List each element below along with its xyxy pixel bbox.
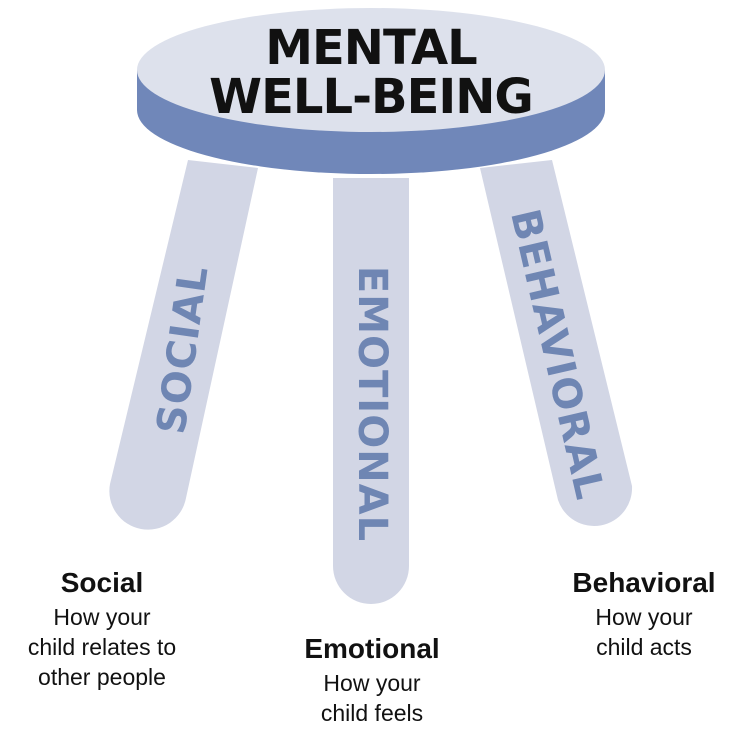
leg-label-emotional: EMOTIONAL [349, 266, 395, 542]
caption-behavioral: Behavioral How your child acts [548, 566, 740, 662]
caption-behavioral-desc-line: child acts [596, 634, 692, 660]
leg-behavioral [480, 160, 633, 526]
caption-social-title: Social [60, 567, 144, 598]
caption-emotional-title: Emotional [304, 633, 440, 664]
caption-emotional-desc-line: How your [323, 670, 421, 696]
caption-behavioral-desc-line: How your [595, 604, 693, 630]
seat-top [137, 8, 605, 132]
caption-emotional-desc: How your child feels [260, 668, 484, 728]
caption-social-desc-line: other people [38, 664, 166, 690]
leg-emotional [333, 178, 409, 604]
caption-behavioral-desc: How your child acts [548, 602, 740, 662]
caption-behavioral-title: Behavioral [572, 567, 716, 598]
caption-social-desc-line: How your [53, 604, 151, 630]
seat-title-line2: WELL-BEING [209, 69, 533, 125]
leg-social [109, 160, 258, 530]
caption-social-desc-line: child relates to [27, 634, 177, 660]
caption-emotional-desc-line: child feels [320, 700, 424, 726]
seat-title-line1: MENTAL [265, 20, 477, 76]
caption-social: Social How your child relates to other p… [0, 566, 204, 692]
caption-social-desc: How your child relates to other people [0, 602, 204, 692]
caption-emotional: Emotional How your child feels [260, 632, 484, 728]
